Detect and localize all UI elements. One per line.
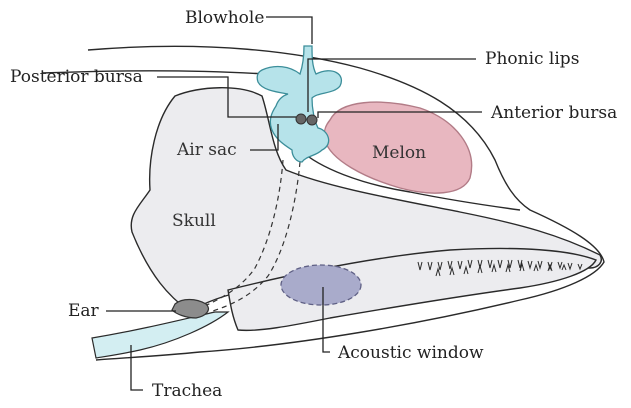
label-trachea: Trachea xyxy=(152,381,222,401)
label-melon: Melon xyxy=(372,143,426,163)
blowhole-leader xyxy=(266,17,312,44)
anterior-bursa-structure xyxy=(307,115,317,125)
acoustic-window-region xyxy=(281,265,361,305)
posterior-bursa-structure xyxy=(296,114,306,124)
ear-bone xyxy=(172,300,208,319)
label-skull: Skull xyxy=(172,211,216,231)
label-anterior-bursa: Anterior bursa xyxy=(490,103,617,123)
label-posterior-bursa: Posterior bursa xyxy=(10,67,143,87)
label-acoustic-window: Acoustic window xyxy=(337,343,484,363)
label-ear: Ear xyxy=(68,301,100,321)
label-blowhole: Blowhole xyxy=(185,8,264,28)
label-air-sac: Air sac xyxy=(176,140,237,160)
label-phonic-lips: Phonic lips xyxy=(485,49,579,69)
